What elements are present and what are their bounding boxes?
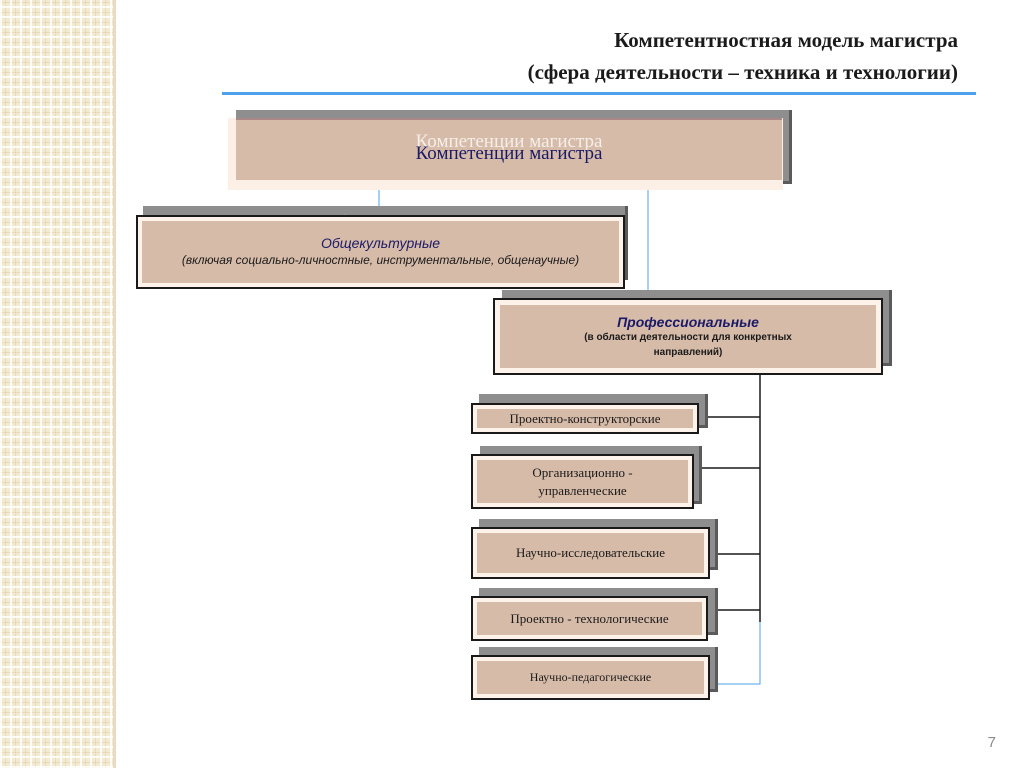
activity-box-management: Организационно - управленческие bbox=[471, 454, 694, 509]
professional-title: Профессиональные bbox=[617, 313, 759, 330]
page-number: 7 bbox=[987, 734, 996, 751]
general-title: Общекультурные bbox=[320, 235, 441, 251]
side-pattern-edge bbox=[113, 0, 116, 768]
root-ghost-label: Компетенции магистра bbox=[415, 131, 603, 152]
page-title: Компетентностная модель магистра (сфера … bbox=[438, 24, 958, 88]
decorative-side-pattern bbox=[0, 0, 113, 768]
activity-1-label: Проектно-конструкторские bbox=[509, 410, 661, 426]
professional-subtitle: (в области деятельности для конкретных н… bbox=[584, 331, 792, 358]
root-box bbox=[236, 118, 782, 180]
activity-5-label: Научно-педагогические bbox=[529, 670, 652, 684]
title-line-2: (сфера деятельности – техника и технолог… bbox=[527, 60, 958, 84]
activity-box-teaching: Научно-педагогические bbox=[471, 655, 710, 700]
title-underline bbox=[222, 92, 976, 95]
activity-2-label: Организационно - управленческие bbox=[532, 464, 633, 498]
activity-4-label: Проектно - технологические bbox=[510, 610, 669, 626]
activity-box-design: Проектно-конструкторские bbox=[471, 403, 699, 434]
activity-box-research: Научно-исследовательские bbox=[471, 527, 710, 579]
activity-box-technology: Проектно - технологические bbox=[471, 596, 708, 641]
activity-3-label: Научно-исследовательские bbox=[515, 545, 666, 560]
title-line-1: Компетентностная модель магистра bbox=[614, 28, 958, 52]
general-subtitle: (включая социально-личностные, инструмен… bbox=[181, 253, 580, 267]
general-competences-box: Общекультурные (включая социально-личнос… bbox=[136, 215, 625, 289]
professional-competences-box: Профессиональные (в области деятельности… bbox=[493, 298, 883, 375]
root-label: Компетенции магистра bbox=[415, 143, 603, 164]
